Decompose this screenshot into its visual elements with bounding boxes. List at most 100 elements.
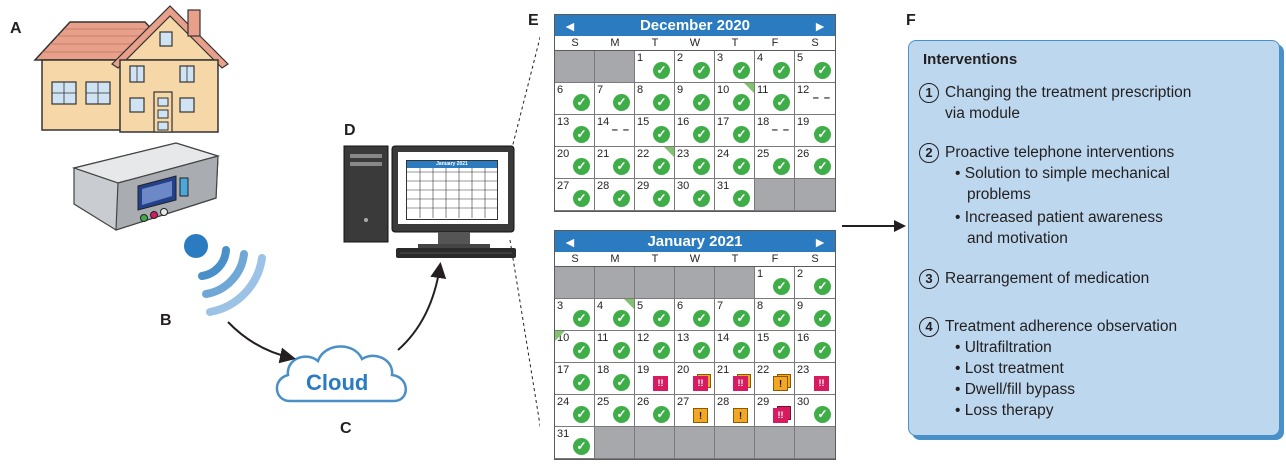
calendar-day-cell[interactable]: 24✓ (715, 147, 755, 179)
calendar-day-cell[interactable]: 2✓ (675, 51, 715, 83)
next-month-arrow-icon[interactable]: ► (813, 17, 827, 34)
panel-label-d: D (344, 122, 356, 139)
day-number: 23 (677, 148, 690, 160)
weekday-label: S (811, 37, 819, 49)
calendar-day-cell[interactable]: 8✓ (635, 83, 675, 115)
day-number: 30 (797, 396, 810, 408)
intervention-text: Proactive telephone interventions (945, 144, 1175, 161)
calendar-day-cell[interactable]: 7✓ (715, 299, 755, 331)
calendar-day-cell[interactable]: 21!! (715, 363, 755, 395)
intervention-bullet: • Dwell/fill bypass (955, 381, 1075, 398)
calendar-day-cell[interactable]: 7✓ (595, 83, 635, 115)
calendar-empty-cell (755, 179, 795, 211)
calendar-day-cell[interactable]: 1✓ (635, 51, 675, 83)
calendar-header: ◄January 2021► (555, 231, 835, 252)
calendar-day-cell[interactable]: 20✓ (555, 147, 595, 179)
note-flag-icon (555, 331, 565, 341)
check-icon: ✓ (693, 126, 710, 143)
calendar-day-cell[interactable]: 2✓ (795, 267, 835, 299)
calendar-day-cell[interactable]: 6✓ (675, 299, 715, 331)
cloud-icon (275, 345, 407, 403)
check-icon: ✓ (653, 126, 670, 143)
calendar-day-cell[interactable]: 5✓ (795, 51, 835, 83)
calendar-day-cell[interactable]: 11✓ (595, 331, 635, 363)
check-icon: ✓ (653, 94, 670, 111)
calendar-day-cell[interactable]: 24✓ (555, 395, 595, 427)
panel-label-a: A (10, 20, 22, 37)
day-number: 11 (757, 84, 769, 96)
calendar-day-cell[interactable]: 27! (675, 395, 715, 427)
calendar-day-cell[interactable]: 9✓ (675, 83, 715, 115)
calendar-day-cell[interactable]: 19!! (635, 363, 675, 395)
day-number: 27 (557, 180, 570, 192)
house-icon (33, 5, 229, 133)
calendar-day-cell[interactable]: 4✓ (755, 51, 795, 83)
day-number: 8 (757, 300, 764, 312)
calendar-day-cell[interactable]: 29!! (755, 395, 795, 427)
calendar-day-cell[interactable]: 14✓ (715, 331, 755, 363)
calendar-day-cell[interactable]: 1✓ (755, 267, 795, 299)
calendar-day-cell[interactable]: 23!! (795, 363, 835, 395)
calendar-day-cell[interactable]: 15✓ (755, 331, 795, 363)
calendar-day-cell[interactable]: 16✓ (795, 331, 835, 363)
calendar-day-cell[interactable]: 4✓ (595, 299, 635, 331)
calendar-day-cell[interactable]: 30✓ (795, 395, 835, 427)
calendar-day-cell[interactable]: 19✓ (795, 115, 835, 147)
calendar-day-cell[interactable]: 29✓ (635, 179, 675, 211)
calendar-day-cell[interactable]: 28! (715, 395, 755, 427)
calendar-day-cell[interactable]: 28✓ (595, 179, 635, 211)
calendar-day-cell[interactable]: 8✓ (755, 299, 795, 331)
calendar-day-cell[interactable]: 25✓ (595, 395, 635, 427)
day-number: 13 (557, 116, 570, 128)
day-number: 12 (797, 84, 810, 96)
calendar-day-cell[interactable]: 22! (755, 363, 795, 395)
calendar-day-cell[interactable]: 30✓ (675, 179, 715, 211)
calendar-day-cell[interactable]: 3✓ (715, 51, 755, 83)
calendar-day-cell[interactable]: 10✓ (555, 331, 595, 363)
day-number: 11 (597, 332, 609, 344)
calendar-day-cell[interactable]: 10✓ (715, 83, 755, 115)
intervention-number-icon: 4 (919, 317, 939, 337)
intervention-bullet: • Ultrafiltration (955, 339, 1052, 356)
prev-month-arrow-icon[interactable]: ◄ (563, 233, 577, 250)
calendar-day-cell[interactable]: 26✓ (795, 147, 835, 179)
calendar-day-cell[interactable]: 15✓ (635, 115, 675, 147)
calendar-day-cell[interactable]: 22✓ (635, 147, 675, 179)
calendar-day-cell[interactable]: 27✓ (555, 179, 595, 211)
calendar-day-cell[interactable]: 21✓ (595, 147, 635, 179)
next-month-arrow-icon[interactable]: ► (813, 233, 827, 250)
calendar-day-cell[interactable]: 9✓ (795, 299, 835, 331)
calendar-day-cell[interactable]: 13✓ (675, 331, 715, 363)
calendar-empty-cell (755, 427, 795, 459)
calendar-title: December 2020 (639, 17, 751, 34)
day-number: 28 (717, 396, 730, 408)
check-icon: ✓ (814, 62, 831, 79)
check-icon: ✓ (733, 126, 750, 143)
check-icon: ✓ (653, 190, 670, 207)
calendar-day-cell[interactable]: 31✓ (715, 179, 755, 211)
alert-red-icon: !! (733, 376, 748, 391)
calendar-day-cell[interactable]: 23✓ (675, 147, 715, 179)
calendar-day-cell[interactable]: 31✓ (555, 427, 595, 459)
calendar-day-cell[interactable]: 18– – (755, 115, 795, 147)
calendar-day-cell[interactable]: 25✓ (755, 147, 795, 179)
calendar-day-cell[interactable]: 5✓ (635, 299, 675, 331)
calendar-day-cell[interactable]: 11✓ (755, 83, 795, 115)
prev-month-arrow-icon[interactable]: ◄ (563, 17, 577, 34)
calendar-day-cell[interactable]: 26✓ (635, 395, 675, 427)
calendar-day-cell[interactable]: 14– – (595, 115, 635, 147)
calendar-day-cell[interactable]: 18✓ (595, 363, 635, 395)
calendar-day-cell[interactable]: 6✓ (555, 83, 595, 115)
calendar-day-cell[interactable]: 16✓ (675, 115, 715, 147)
calendar-day-cell[interactable]: 20!! (675, 363, 715, 395)
calendar-day-cell[interactable]: 17✓ (715, 115, 755, 147)
calendar-day-cell[interactable]: 12– – (795, 83, 835, 115)
day-number: 24 (557, 396, 570, 408)
calendar-empty-cell (555, 267, 595, 299)
calendar-day-cell[interactable]: 12✓ (635, 331, 675, 363)
calendar-day-cell[interactable]: 13✓ (555, 115, 595, 147)
calendar-day-cell[interactable]: 3✓ (555, 299, 595, 331)
intervention-number-icon: 3 (919, 269, 939, 289)
calendar-day-cell[interactable]: 17✓ (555, 363, 595, 395)
